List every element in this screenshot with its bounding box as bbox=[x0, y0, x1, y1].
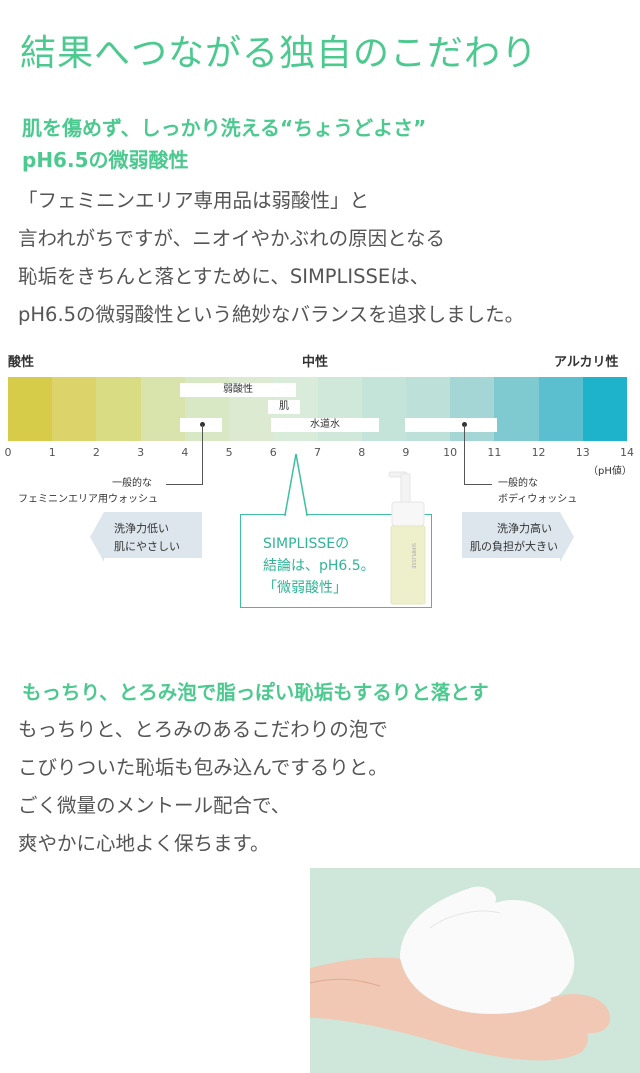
body-line: ごく微量のメントール配合で、 bbox=[18, 794, 291, 817]
body-line: 恥垢をきちんと落とすために、SIMPLISSEは、 bbox=[18, 265, 430, 288]
acid-label: 酸性 bbox=[8, 355, 35, 370]
foam-on-hand-image bbox=[310, 868, 640, 1073]
marker-dot bbox=[462, 422, 467, 427]
body-wash-label-1: 一般的な bbox=[498, 478, 538, 489]
ph-tick-label: 6 bbox=[269, 446, 277, 459]
ph-unit: （pH値） bbox=[588, 466, 632, 477]
section1-heading-line2: pH6.5の微弱酸性 bbox=[22, 148, 189, 172]
ph-tick-label: 12 bbox=[531, 446, 546, 459]
feminine-wash-range bbox=[180, 418, 222, 432]
page-title: 結果へつながる独自のこだわり bbox=[20, 33, 539, 74]
ph-tick-label: 2 bbox=[92, 446, 100, 459]
callout-line: 結論は、pH6.5。 bbox=[263, 558, 375, 574]
leader-line bbox=[202, 425, 203, 485]
section1-body: 「フェミニンエリア専用品は弱酸性」と 言われがちですが、ニオイやかぶれの原因とな… bbox=[18, 182, 524, 334]
fem-wash-label-2: フェミニンエリア用ウォッシュ bbox=[18, 494, 158, 505]
left-arrow-line: 洗浄力低い bbox=[114, 522, 169, 535]
tap-water-range: 水道水 bbox=[271, 418, 379, 432]
ph-segment bbox=[8, 377, 53, 441]
right-arrow-line: 洗浄力高い bbox=[497, 522, 552, 535]
section2-heading: もっちり、とろみ泡で脂っぽい恥垢もするりと落とす bbox=[22, 681, 489, 704]
skin-range: 肌 bbox=[268, 400, 300, 414]
callout-text: SIMPLISSEの 結論は、pH6.5。 「微弱酸性」 bbox=[263, 533, 375, 599]
body-line: 「フェミニンエリア専用品は弱酸性」と bbox=[18, 189, 370, 212]
ph-tick-label: 8 bbox=[358, 446, 366, 459]
ph-tick-label: 13 bbox=[575, 446, 590, 459]
ph-tick-label: 9 bbox=[402, 446, 410, 459]
ph-segment bbox=[582, 377, 628, 441]
fem-wash-label-1: 一般的な bbox=[112, 478, 152, 489]
callout-line: SIMPLISSEの bbox=[263, 536, 350, 552]
alkaline-label: アルカリ性 bbox=[554, 355, 619, 370]
ph-tick-label: 14 bbox=[620, 446, 634, 459]
body-line: もっちりと、とろみのあるこだわりの泡で bbox=[18, 718, 388, 741]
body-line: こびりついた恥垢も包み込んでするりと。 bbox=[18, 756, 388, 779]
ph-tick-label: 7 bbox=[314, 446, 321, 459]
body-line: 爽やかに心地よく保ちます。 bbox=[18, 832, 270, 855]
ph-tick-label: 0 bbox=[4, 446, 12, 459]
right-arrow bbox=[462, 512, 574, 562]
ph-segment bbox=[538, 377, 583, 441]
leader-line bbox=[464, 425, 465, 485]
neutral-label: 中性 bbox=[302, 355, 329, 370]
ph-tick-label: 10 bbox=[443, 446, 458, 459]
body-line: pH6.5の微弱酸性という絶妙なバランスを追求しました。 bbox=[18, 303, 525, 326]
section1-heading-line1: 肌を傷めず、しっかり洗える“ちょうどよさ” bbox=[22, 116, 427, 140]
left-arrow-line: 肌にやさしい bbox=[114, 540, 180, 553]
ph-segment bbox=[96, 377, 141, 441]
ph-tick-label: 11 bbox=[487, 446, 502, 459]
left-arrow bbox=[90, 512, 202, 562]
left-arrow-text: 洗浄力低い肌にやさしい bbox=[114, 520, 180, 556]
ph-segment bbox=[52, 377, 97, 441]
callout-pointer bbox=[284, 453, 308, 516]
right-arrow-line: 肌の負担が大きい bbox=[470, 540, 558, 553]
ph-segment bbox=[140, 377, 185, 441]
ph-tick-label: 1 bbox=[48, 446, 56, 459]
ph-tick-label: 3 bbox=[137, 446, 145, 459]
body-wash-range bbox=[405, 418, 497, 432]
ph-segment bbox=[494, 377, 539, 441]
section2-body: もっちりと、とろみのあるこだわりの泡で こびりついた恥垢も包み込んでするりと。 … bbox=[18, 711, 388, 863]
body-wash-label-2: ボディウォッシュ bbox=[498, 494, 578, 505]
leader-line bbox=[464, 484, 492, 485]
bottle-brand-text: SIMPLISSE bbox=[410, 543, 416, 569]
product-bottle-image: SIMPLISSE bbox=[388, 471, 426, 605]
right-arrow-text: 洗浄力高い肌の負担が大きい bbox=[470, 520, 558, 556]
body-line: 言われがちですが、ニオイやかぶれの原因となる bbox=[18, 227, 446, 250]
marker-dot bbox=[200, 422, 205, 427]
weak-acid-range: 弱酸性 bbox=[180, 383, 296, 397]
ph-tick-label: 4 bbox=[181, 446, 189, 459]
ph-tick-label: 5 bbox=[225, 446, 233, 459]
callout-line: 「微弱酸性」 bbox=[263, 580, 347, 596]
leader-line bbox=[166, 484, 203, 485]
